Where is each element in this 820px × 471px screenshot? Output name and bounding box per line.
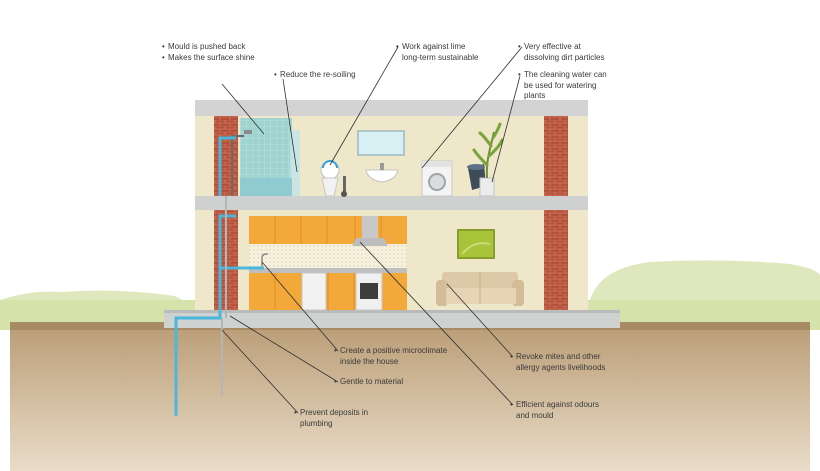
brick-column-right-lower [544,210,568,310]
annotation-mites-line2: allergy agents livelihoods [516,362,606,372]
shower-glass-door [290,130,300,196]
annotation-lime-line2: long-term sustainable [402,52,479,62]
annotation-microclimate: Create a positive microclimate inside th… [334,346,447,367]
brick-column-left-upper [214,116,238,196]
annotation-resoiling-line1: Reduce the re-soiling [274,70,356,81]
shower-head [244,130,252,134]
annotation-deposits: Prevent deposits in plumbing [294,408,368,429]
annotation-mites-line1: Revoke mites and other [510,352,605,363]
annotation-plants: The cleaning water can be used for water… [518,70,607,102]
annotation-lime: Work against lime long-term sustainable [396,42,478,63]
bucket-plant [467,122,504,197]
annotation-plants-line1: The cleaning water can [518,70,607,81]
leader-lines [221,46,523,414]
annotation-odours-line2: and mould [516,410,554,420]
annotation-mould-line2: Makes the surface shine [162,53,255,64]
annotation-odours-line1: Efficient against odours [510,400,599,411]
backsplash [249,244,407,268]
kitchen [249,216,407,311]
roof-slab [195,100,588,116]
annotation-deposits-line1: Prevent deposits in [294,408,368,419]
shower-pipe [231,135,244,196]
washing-machine [421,160,453,197]
ground-slab [164,310,620,328]
mirror [357,130,405,156]
annotation-plants-line2: be used for watering [524,80,597,90]
brick-column-right-upper [544,116,568,196]
annotation-plants-line3: plants [524,91,546,100]
sofa [436,272,524,306]
annotation-dirt-line2: dissolving dirt particles [524,52,605,62]
kitchen-tap [261,253,268,268]
annotation-gentle: Gentle to material [334,377,403,388]
cooker-hood [362,216,378,238]
plumbing [174,136,264,416]
living-room [436,229,524,306]
floor-slab [195,196,588,210]
annotation-deposits-line2: plumbing [300,418,333,428]
shower [231,118,300,196]
annotation-mould: Mould is pushed back Makes the surface s… [162,42,255,63]
annotation-microclimate-line2: inside the house [340,356,399,366]
ground [10,322,810,471]
annotation-mites: Revoke mites and other allergy agents li… [510,352,605,373]
annotation-microclimate-line1: Create a positive microclimate [334,346,447,357]
annotation-dirt: Very effective at dissolving dirt partic… [518,42,604,63]
countertop [249,268,407,273]
dishwasher [301,272,327,311]
annotation-gentle-line1: Gentle to material [334,377,403,388]
drain-pipe [221,196,227,396]
washbasin [357,130,405,183]
annotation-odours: Efficient against odours and mould [510,400,599,421]
annotation-resoiling: Reduce the re-soiling [274,70,356,81]
annotation-mould-line1: Mould is pushed back [162,42,255,53]
annotation-dirt-line1: Very effective at [518,42,604,53]
toilet [320,160,347,197]
annotation-lime-line1: Work against lime [396,42,478,53]
